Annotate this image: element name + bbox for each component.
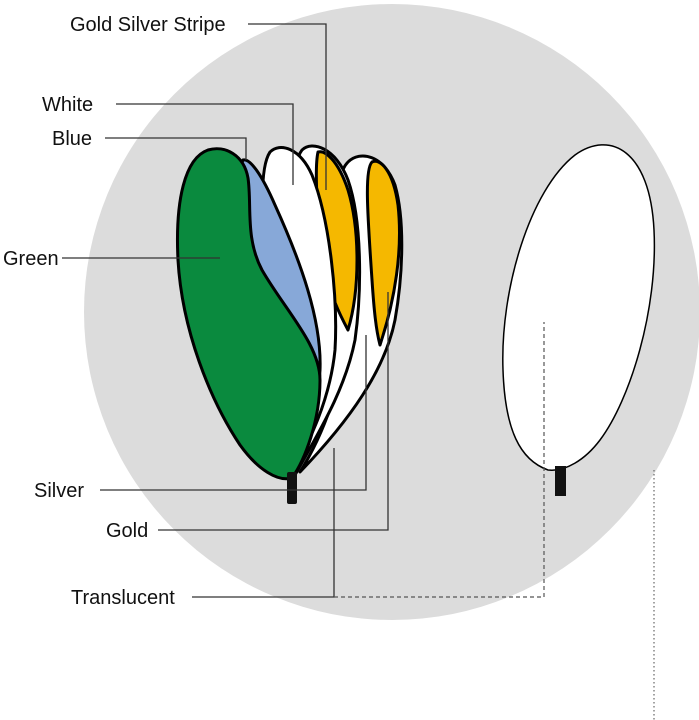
green-feather: [176, 147, 322, 481]
single-feather-stem: [555, 466, 566, 496]
single-feather-body: [502, 144, 656, 471]
leader-blue: [105, 137, 247, 160]
leader-white: [116, 103, 294, 185]
label-green: Green: [3, 248, 59, 270]
leader-gold-silver-stripe: [248, 23, 327, 190]
label-translucent: Translucent: [71, 587, 175, 609]
label-blue: Blue: [52, 128, 92, 150]
leader-translucent-dashed: [334, 322, 545, 598]
leader-gold: [158, 292, 389, 531]
single-feather: [502, 144, 656, 496]
label-gold: Gold: [106, 520, 148, 542]
leader-lines: [62, 23, 655, 720]
label-silver: Silver: [34, 480, 84, 502]
gold-stripe-rear: [365, 159, 401, 347]
leader-silver: [100, 335, 367, 491]
label-white: White: [42, 94, 93, 116]
feather-fan: [176, 144, 404, 504]
label-gold-silver-stripe: Gold Silver Stripe: [70, 14, 226, 36]
fan-stem: [287, 472, 297, 504]
